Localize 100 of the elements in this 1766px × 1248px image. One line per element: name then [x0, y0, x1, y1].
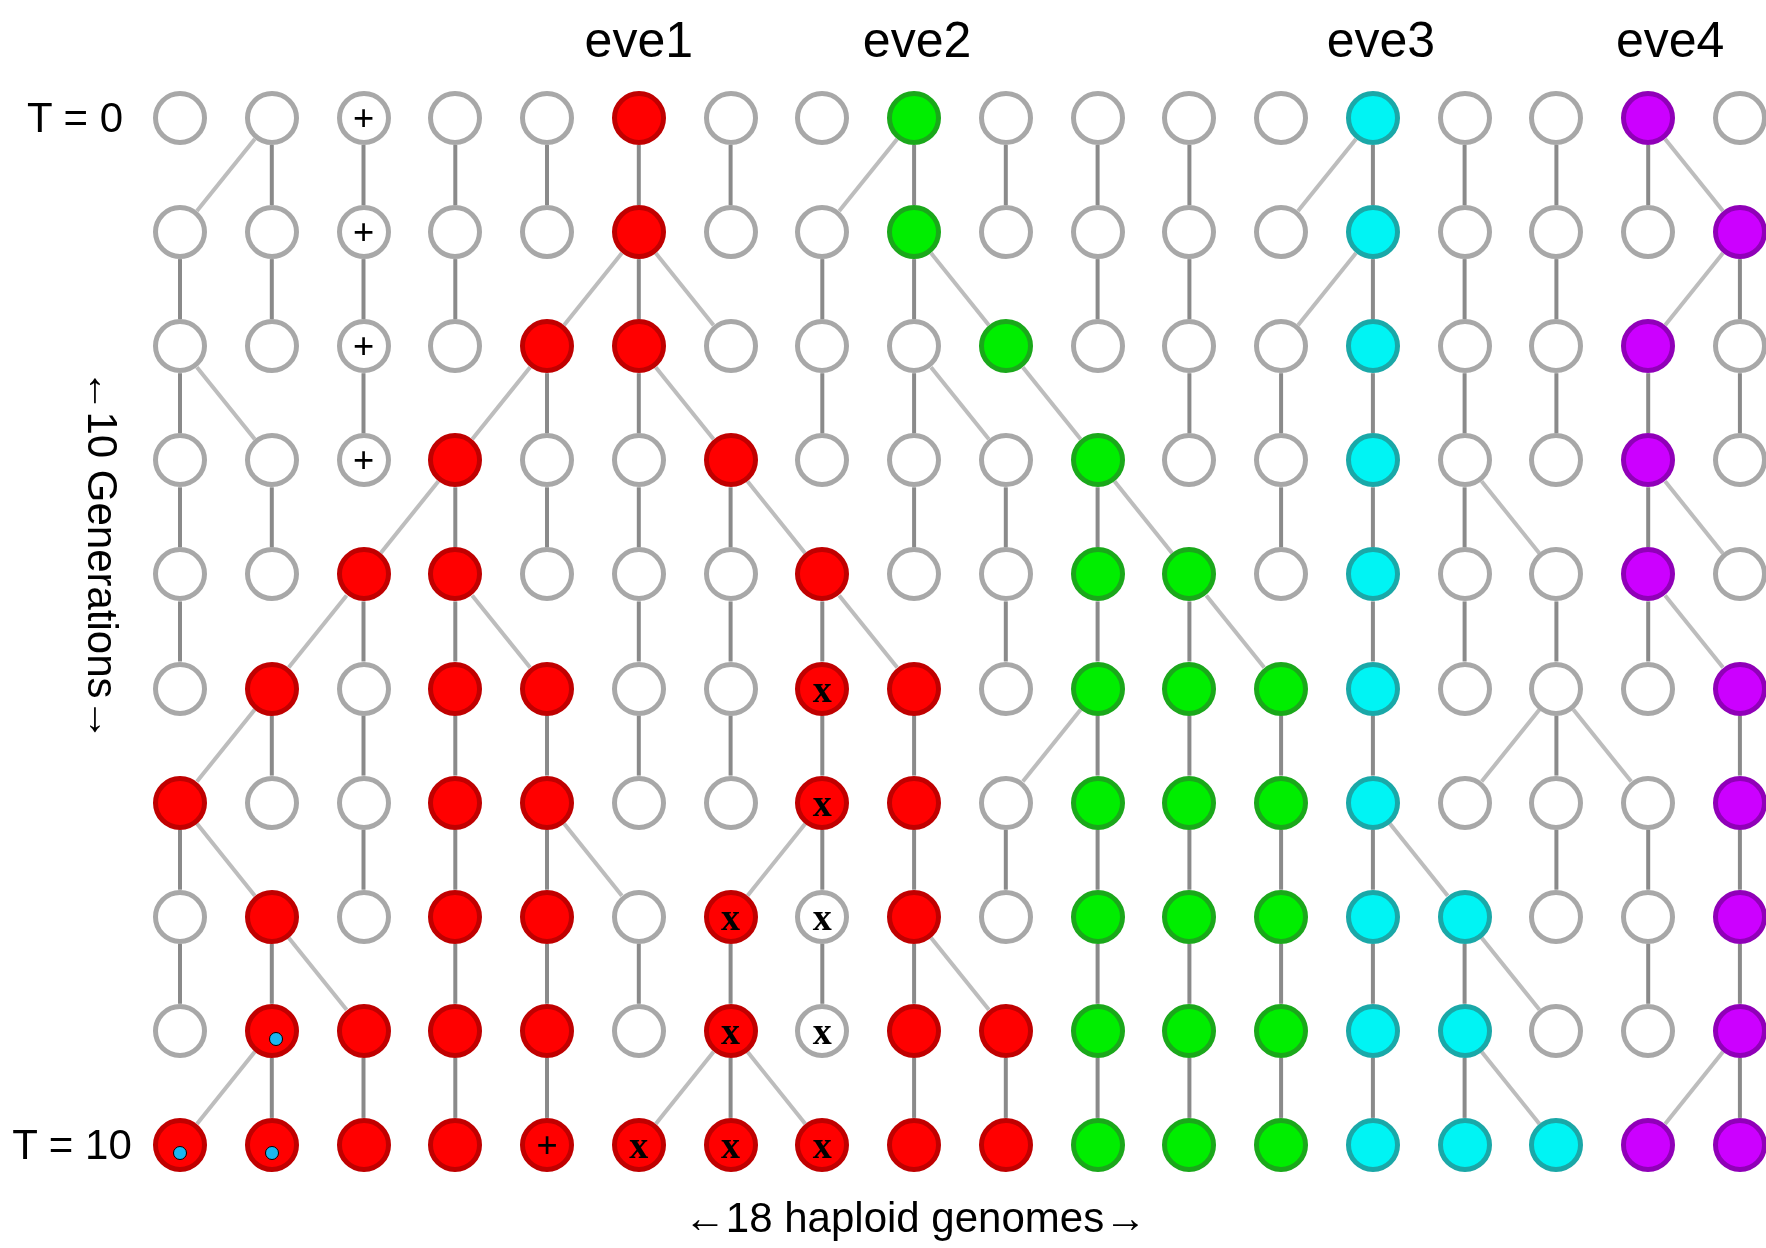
lineage-line: [1279, 829, 1284, 890]
genome-circle: [1345, 91, 1400, 145]
lineage-line: [745, 1050, 807, 1126]
genome-circle: [153, 1117, 207, 1172]
genome-circle: [1437, 91, 1492, 145]
lineage-line: [1112, 480, 1174, 555]
lineage-line: [1003, 829, 1008, 890]
genome-circle: [1254, 91, 1309, 145]
lineage-line: [361, 373, 366, 434]
genome-circle: [703, 91, 758, 145]
lineage-line: [929, 365, 991, 441]
lineage-line: [929, 251, 991, 327]
mutation-mark: x: [629, 1125, 649, 1164]
genome-circle: [520, 91, 575, 145]
lineage-line: [453, 601, 458, 662]
lineage-line: [929, 936, 991, 1012]
lineage-line: [912, 373, 917, 434]
lineage-line: [1003, 145, 1008, 206]
lineage-line: [728, 943, 733, 1004]
genome-circle: [611, 889, 666, 944]
genome-circle: [1712, 91, 1766, 145]
lineage-line: [195, 137, 257, 213]
mutation-mark: +: [352, 99, 375, 137]
lineage-line: [820, 829, 825, 890]
mutation-mark: x: [721, 1125, 741, 1164]
lineage-line: [1646, 943, 1651, 1004]
genome-circle: [1621, 91, 1676, 145]
lineage-line: [1187, 373, 1192, 434]
genome-circle: [1529, 1003, 1584, 1058]
lineage-line: [728, 145, 733, 206]
lineage-line: [1663, 251, 1725, 327]
lineage-line: [361, 715, 366, 776]
genome-circle: [703, 433, 758, 488]
genome-circle: [1070, 433, 1125, 488]
lineage-line: [912, 259, 917, 320]
lineage-line: [1388, 822, 1450, 897]
lineage-line: [1480, 708, 1542, 783]
genome-circle: [1529, 1117, 1584, 1172]
genome-circle: [887, 91, 942, 145]
lineage-line: [453, 487, 458, 548]
mutation-mark: x: [721, 897, 741, 936]
lineage-line: [1554, 829, 1559, 890]
lineage-line: [287, 594, 349, 669]
genome-circle: [244, 661, 299, 716]
lineage-line: [361, 829, 366, 890]
lineage-line: [1480, 936, 1542, 1012]
lineage-line: [636, 715, 641, 776]
lineage-line: [1462, 1057, 1467, 1118]
lineage-line: [636, 601, 641, 662]
lineage-line: [1571, 708, 1633, 783]
lineage-line: [1003, 487, 1008, 548]
genome-circle: [1437, 433, 1492, 488]
lineage-line: [545, 829, 549, 890]
lineage-line: [178, 373, 182, 434]
lineage-line: [195, 822, 257, 897]
lineage-line: [1554, 259, 1559, 320]
lineage-line: [178, 487, 182, 548]
lineage-line: [453, 715, 458, 776]
lineage-line: [545, 373, 549, 434]
lineage-line: [1021, 708, 1083, 783]
lineage-line: [1187, 1057, 1192, 1118]
lineage-line: [728, 1057, 733, 1118]
lineage-line: [820, 259, 825, 320]
genome-circle: [795, 1117, 850, 1172]
lineage-line: [1296, 137, 1358, 213]
genome-circle: [153, 775, 207, 830]
genome-circle: [520, 661, 575, 716]
lineage-line: [1462, 145, 1467, 206]
lineage-line: [361, 145, 366, 206]
mutation-mark: +: [536, 1125, 558, 1164]
lineage-line: [1204, 594, 1266, 669]
genome-circle: [887, 205, 942, 260]
genome-circle: [153, 889, 207, 944]
lineage-line: [1279, 487, 1284, 548]
lineage-line: [562, 251, 624, 327]
lineage-line: [1095, 829, 1100, 890]
lineage-line: [1737, 259, 1742, 320]
lineage-line: [636, 259, 641, 320]
lineage-line: [195, 708, 257, 783]
lineage-line: [1480, 480, 1542, 555]
genome-circle: [244, 889, 299, 944]
lineage-line: [1187, 601, 1192, 662]
lineage-line: [654, 251, 716, 327]
lineage-line: [728, 715, 733, 776]
genome-circle: [611, 1117, 666, 1172]
lineage-line: [745, 822, 807, 897]
genome-circle: [153, 205, 207, 260]
genome-circle: [336, 1003, 391, 1058]
lineage-line: [470, 365, 532, 441]
genome-circle: [428, 91, 483, 145]
lineage-line: [361, 601, 366, 662]
genome-circle: [428, 547, 483, 602]
lineage-line: [1646, 829, 1651, 890]
lineage-line: [912, 1057, 917, 1118]
lineage-line: [1187, 943, 1192, 1004]
lineage-line: [545, 943, 549, 1004]
genome-circle: [1254, 661, 1309, 716]
lineage-line: [1663, 480, 1725, 555]
genome-circle: [1437, 775, 1492, 830]
lineage-line: [820, 715, 825, 776]
